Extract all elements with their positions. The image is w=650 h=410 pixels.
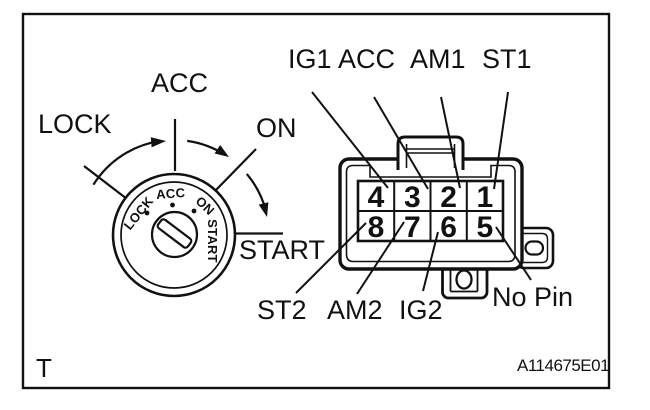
pin-number-4: 4 <box>368 181 385 214</box>
label-am1: AM1 <box>410 44 466 74</box>
dial-label-start: START <box>205 219 220 263</box>
cylinder-outer-circle <box>111 172 237 298</box>
keyhole-circle <box>150 210 199 259</box>
acc-dot <box>170 202 175 208</box>
arrowhead-to-start <box>258 202 269 217</box>
cylinder-inner-circle <box>120 181 228 289</box>
leader-st2 <box>295 222 367 294</box>
side-bracket-inner <box>522 232 549 264</box>
lock-tick <box>83 165 128 200</box>
on-dot <box>191 208 197 214</box>
on-tick <box>215 148 257 191</box>
leader-am1 <box>440 96 461 189</box>
side-bracket-hole <box>524 240 545 256</box>
leader-no-pin <box>495 226 532 281</box>
bottom-mount-hole <box>455 269 473 290</box>
dial-label-acc: ACC <box>156 185 186 202</box>
leader-acc <box>373 96 429 190</box>
leader-am2 <box>356 221 405 295</box>
key-slot <box>156 218 193 249</box>
arrowhead-to-acc <box>150 137 166 148</box>
leader-ig1 <box>311 91 389 189</box>
label-start: START <box>239 235 325 265</box>
leader-st1 <box>493 91 509 190</box>
label-am2: AM2 <box>327 295 383 325</box>
label-acc: ACC <box>151 68 208 98</box>
lock-dot <box>144 210 150 216</box>
label-on: ON <box>256 113 297 143</box>
pin-number-7: 7 <box>404 211 421 244</box>
pin-number-6: 6 <box>440 211 457 244</box>
pin-number-2: 2 <box>440 181 457 214</box>
label-no-pin: No Pin <box>492 282 573 312</box>
label-st1: ST1 <box>482 44 532 74</box>
arc-lock-to-acc <box>92 140 160 186</box>
connector-inner-contour <box>345 164 516 263</box>
leader-ig2 <box>422 231 439 292</box>
label-lock: LOCK <box>38 109 112 139</box>
pin-number-5: 5 <box>477 211 494 244</box>
connector <box>338 135 555 300</box>
pin-number-3: 3 <box>404 181 421 214</box>
label-ig2: IG2 <box>399 295 443 325</box>
label-acc-terminal: ACC <box>338 44 395 74</box>
pin-number-1: 1 <box>477 181 494 214</box>
arrowhead-to-on <box>214 145 229 157</box>
figure-code: A114675E01 <box>517 356 609 375</box>
pin-number-8: 8 <box>368 211 385 244</box>
label-st2: ST2 <box>257 295 307 325</box>
label-ig1: IG1 <box>288 44 332 74</box>
key-cylinder <box>83 119 283 298</box>
corner-label: T <box>36 353 52 383</box>
leader-lines <box>295 91 532 295</box>
figure-border <box>21 12 611 390</box>
